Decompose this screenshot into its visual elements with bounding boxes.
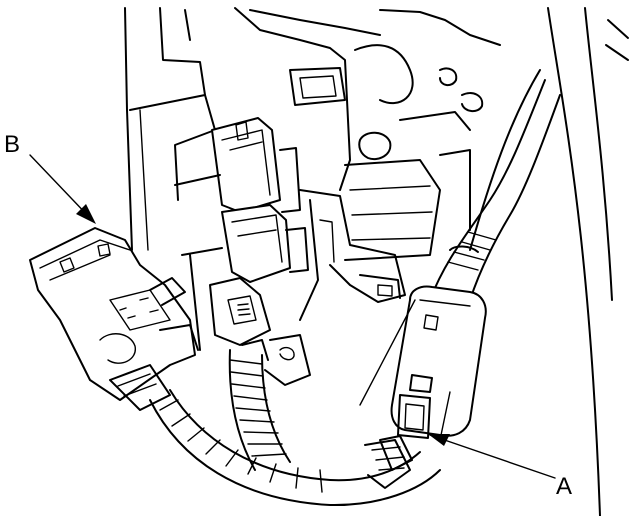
connector-a: [379, 285, 487, 471]
frame-bracket: [124, 7, 216, 251]
center-harness: [228, 339, 291, 471]
arrowhead-b: [76, 204, 96, 224]
right-harness: [429, 79, 561, 301]
center-wiring: [174, 174, 311, 386]
upper-connector: [211, 117, 301, 213]
body-panel: [469, 7, 629, 516]
callout-label-a: A: [556, 473, 572, 500]
arrowhead-a: [428, 434, 450, 446]
engine-block: [234, 7, 501, 261]
callout-label-b: B: [4, 131, 20, 158]
lower-connector: [221, 204, 309, 283]
connector-b: [29, 227, 199, 411]
connector-bracket: [299, 189, 406, 321]
